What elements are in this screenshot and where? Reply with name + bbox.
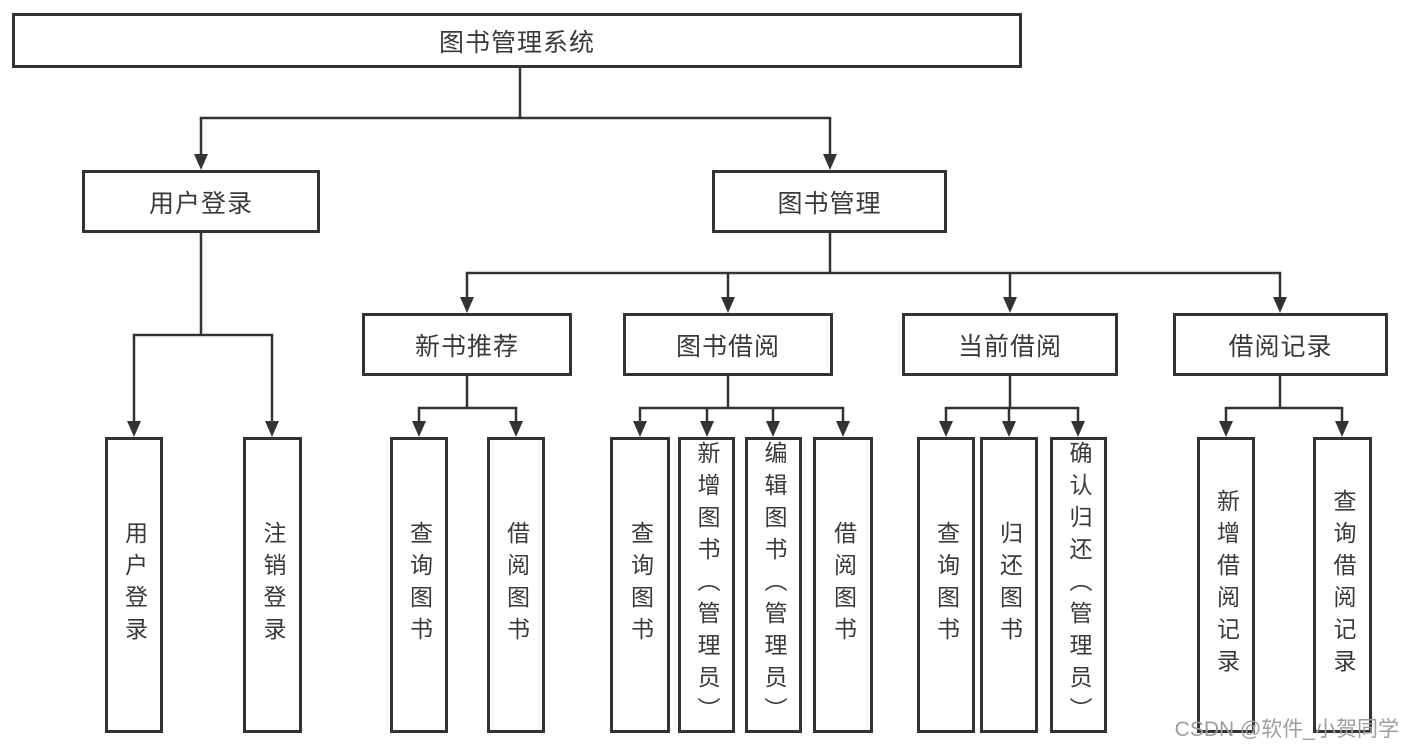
node-new-book-recommend: 新书推荐 (362, 313, 572, 376)
node-root-library-system: 图书管理系统 (12, 13, 1022, 68)
leaf-logout: 注销登录 (243, 437, 302, 733)
node-label: 图书管理 (777, 189, 882, 218)
leaf-query-books-1: 查询图书 (390, 437, 448, 733)
node-label: 用户登录 (121, 521, 148, 649)
node-label: 查询图书 (406, 521, 433, 649)
node-label: 归还图书 (996, 521, 1023, 649)
leaf-query-books-2: 查询图书 (610, 437, 670, 733)
node-label: 编辑图书（管理员） (761, 441, 787, 729)
leaf-query-borrow-record: 查询借阅记录 (1313, 437, 1372, 733)
leaf-confirm-return-admin: 确认归还（管理员） (1050, 437, 1107, 733)
node-label: 查询图书 (933, 521, 960, 649)
leaf-add-books-admin: 新增图书（管理员） (678, 437, 735, 733)
leaf-query-books-3: 查询图书 (917, 437, 975, 733)
node-book-management: 图书管理 (712, 170, 947, 233)
node-current-borrowing: 当前借阅 (902, 313, 1118, 376)
node-borrowing-records: 借阅记录 (1173, 313, 1388, 376)
node-label: 新增借阅记录 (1213, 489, 1240, 681)
leaf-return-books: 归还图书 (980, 437, 1038, 733)
node-label: 图书管理系统 (438, 28, 595, 57)
node-user-login: 用户登录 (82, 170, 320, 233)
node-book-borrowing: 图书借阅 (623, 313, 833, 376)
node-label: 查询图书 (627, 521, 654, 649)
leaf-add-borrow-record: 新增借阅记录 (1197, 437, 1255, 733)
node-label: 用户登录 (148, 189, 253, 218)
node-label: 注销登录 (260, 521, 286, 649)
leaf-borrow-books-2: 借阅图书 (813, 437, 873, 733)
leaf-user-login: 用户登录 (105, 437, 163, 733)
csdn-watermark: CSDN @软件_小贺同学 (1174, 718, 1399, 741)
leaf-edit-books-admin: 编辑图书（管理员） (745, 437, 802, 733)
node-label: 新增图书（管理员） (694, 441, 720, 729)
node-label: 图书借阅 (675, 332, 780, 361)
node-label: 借阅记录 (1228, 332, 1333, 361)
node-label: 借阅图书 (503, 521, 530, 649)
node-label: 借阅图书 (830, 521, 857, 649)
node-label: 确认归还（管理员） (1066, 441, 1092, 729)
node-label: 新书推荐 (414, 332, 519, 361)
leaf-borrow-books-1: 借阅图书 (487, 437, 545, 733)
node-label: 当前借阅 (957, 332, 1062, 361)
node-label: 查询借阅记录 (1330, 489, 1356, 681)
